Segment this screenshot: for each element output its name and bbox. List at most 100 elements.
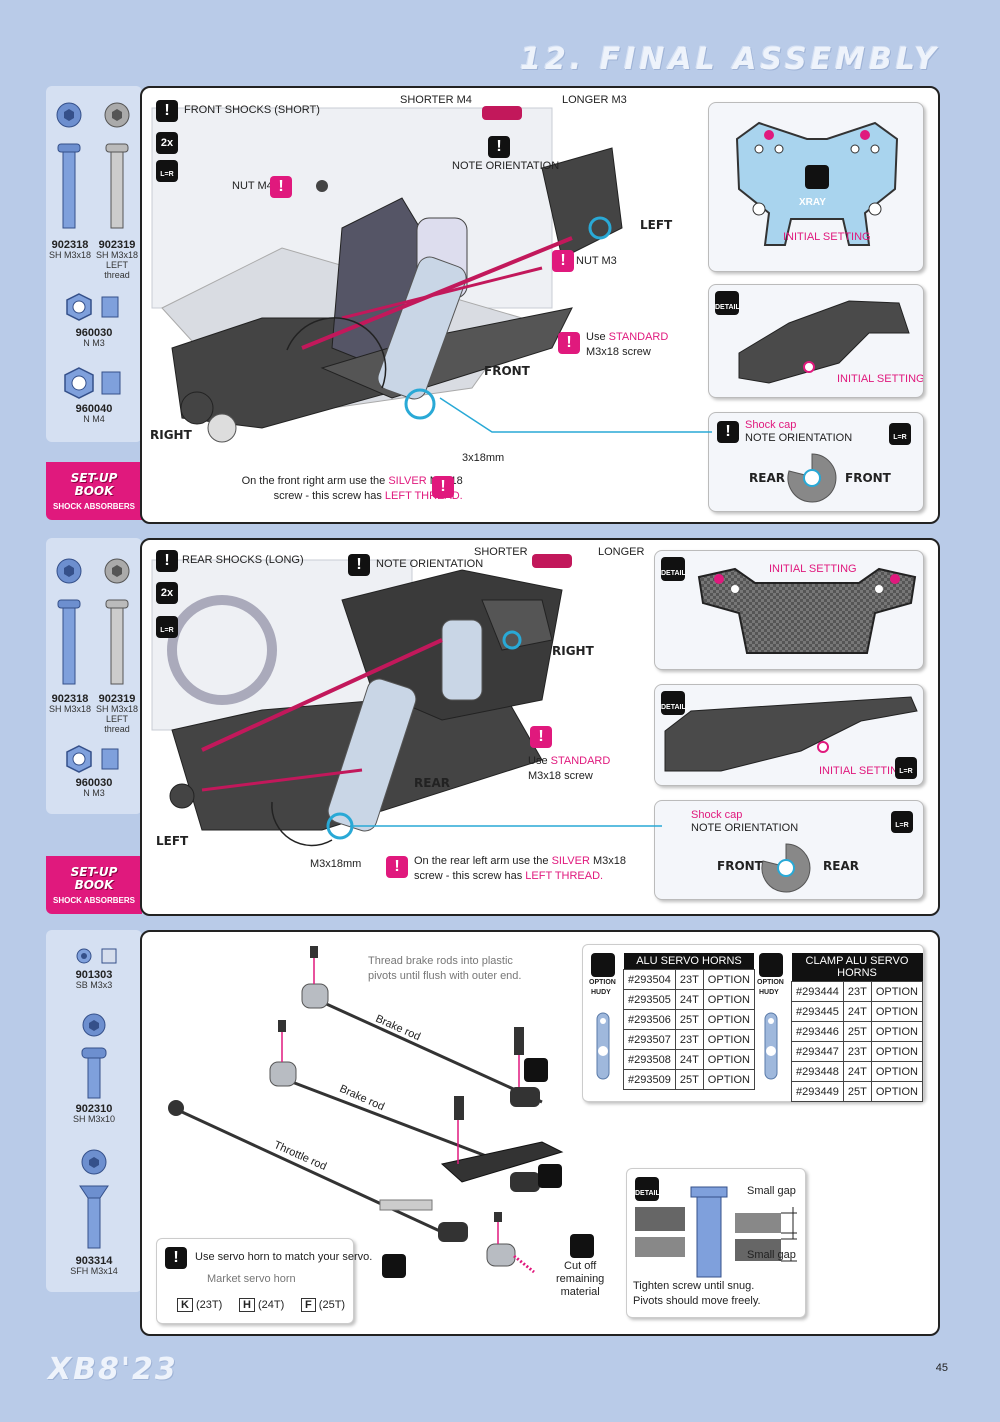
detail-magnifier-icon: DETAIL bbox=[715, 291, 740, 315]
part-902319: 902319 SH M3x18 LEFT thread bbox=[95, 239, 139, 281]
table-cell: 24T bbox=[842, 1061, 872, 1082]
pivot-gap-detail: DETAIL Small gap Small gap Tighten screw… bbox=[626, 1168, 806, 1318]
part-902319: 902319 SH M3x18 LEFT thread bbox=[95, 693, 139, 735]
table-cell: 25T bbox=[674, 1009, 704, 1030]
screw-head-icon bbox=[56, 102, 82, 229]
table-cell: OPTION bbox=[702, 989, 755, 1010]
table-cell: #293509 bbox=[623, 1069, 676, 1090]
scissors-icon bbox=[570, 1234, 594, 1258]
part-902318: 902318 SH M3x18 bbox=[48, 239, 92, 261]
table-cell: OPTION bbox=[870, 1021, 924, 1042]
parts-sidebar-front: 902318 SH M3x18 902319 SH M3x18 LEFT thr… bbox=[46, 86, 142, 442]
nut-m4-label: NUT M4 bbox=[232, 180, 273, 192]
table-cell: OPTION bbox=[702, 1069, 755, 1090]
warning-icon: ! bbox=[156, 550, 178, 572]
part-960030: 960030 N M3 bbox=[75, 777, 113, 799]
table-cell: OPTION bbox=[702, 1009, 755, 1030]
silver-screw-icon bbox=[104, 102, 130, 229]
thumbs-up-icon bbox=[759, 953, 783, 977]
table-cell: OPTION bbox=[702, 1049, 755, 1070]
left-thread-note: On the front right arm use the SILVER M3… bbox=[241, 475, 463, 502]
shock-cap-detail: ! Shock cap NOTE ORIENTATION L=R REAR FR… bbox=[708, 412, 924, 512]
lr-icon: L=R bbox=[889, 423, 911, 445]
small-gap-label-bottom: Small gap bbox=[747, 1249, 796, 1261]
right-label: RIGHT bbox=[150, 428, 192, 442]
linkage-panel: Thread brake rods into plastic pivots un… bbox=[140, 930, 940, 1336]
rear-label: REAR bbox=[749, 471, 785, 485]
front-arm-detail: DETAIL INITIAL SETTING bbox=[708, 284, 924, 398]
horn-option-k[interactable]: K (23T) bbox=[177, 1298, 222, 1312]
note-orientation-label: NOTE ORIENTATION bbox=[376, 558, 484, 570]
market-servo-horn-label: Market servo horn bbox=[207, 1273, 296, 1285]
table-cell: #293505 bbox=[623, 989, 676, 1010]
shock-cap-icon bbox=[761, 843, 811, 893]
hudy-logo: HUDY bbox=[759, 989, 779, 996]
use-standard-note: Use STANDARD M3x18 screw bbox=[586, 331, 669, 358]
thumbs-up-icon bbox=[591, 953, 615, 977]
page-title: 12. FINAL ASSEMBLY bbox=[520, 42, 940, 77]
shock-cap-note: Shock cap NOTE ORIENTATION bbox=[691, 809, 799, 834]
rear-arm-illustration bbox=[664, 696, 918, 772]
horn-option-h[interactable]: H (24T) bbox=[239, 1298, 284, 1312]
table-cell: 25T bbox=[842, 1081, 872, 1102]
use-standard-note: Use STANDARD M3x18 screw bbox=[528, 755, 611, 782]
screw-m3x10-icon bbox=[81, 1013, 107, 1099]
nut-m4-icon bbox=[64, 367, 121, 399]
rear-shock-tower-detail: DETAIL INITIAL SETTING bbox=[654, 550, 924, 670]
shock-cap-icon bbox=[787, 453, 837, 503]
initial-setting-label: INITIAL SETTING bbox=[819, 765, 907, 777]
detail-magnifier-icon: DETAIL bbox=[661, 691, 686, 715]
table-cell: 24T bbox=[674, 989, 704, 1010]
alu-servo-horn-icon bbox=[596, 1012, 610, 1080]
warning-icon: ! bbox=[270, 176, 292, 198]
table-cell: 24T bbox=[674, 1049, 704, 1070]
setup-book-badge[interactable]: SET-UP BOOK SHOCK ABSORBERS bbox=[46, 856, 142, 914]
screw-head-icon bbox=[56, 558, 82, 685]
warning-icon: ! bbox=[488, 136, 510, 158]
longer-label: LONGER bbox=[598, 546, 645, 558]
carbon-tower-illustration bbox=[697, 567, 917, 654]
heading-rear-shocks: REAR SHOCKS (LONG) bbox=[182, 554, 304, 566]
flat-head-screw-icon bbox=[79, 1149, 109, 1249]
table-cell: OPTION bbox=[870, 1041, 924, 1062]
brake-throttle-linkage-illustration bbox=[168, 946, 564, 1274]
small-gap-label-top: Small gap bbox=[747, 1185, 796, 1197]
table-cell: 23T bbox=[842, 981, 872, 1002]
lr-icon: L=R bbox=[891, 811, 913, 833]
table-cell: 25T bbox=[842, 1021, 872, 1042]
screw-size-label: 3x18mm bbox=[462, 452, 505, 464]
parts-sidebar-linkage: 901303 SB M3x3 902310 SH M3x10 903314 SF… bbox=[46, 930, 142, 1292]
front-label: FRONT bbox=[484, 364, 530, 378]
set-screw-icon bbox=[76, 948, 117, 964]
shock-cap-detail: Shock cap NOTE ORIENTATION L=R FRONT REA… bbox=[654, 800, 924, 900]
servo-horn-selector: ! Use servo horn to match your servo. Ma… bbox=[156, 1238, 372, 1324]
cut-off-note: Cut off remaining material bbox=[556, 1260, 605, 1298]
warning-icon: ! bbox=[156, 100, 178, 122]
horn-option-f[interactable]: F (25T) bbox=[301, 1298, 345, 1312]
wrench-icon bbox=[382, 1254, 406, 1278]
table-cell: OPTION bbox=[870, 981, 924, 1002]
rear-shocks-panel: ! REAR SHOCKS (LONG) 2x L=R ! NOTE ORIEN… bbox=[140, 538, 940, 916]
shock-tower-illustration bbox=[735, 121, 899, 246]
initial-setting-label: INITIAL SETTING bbox=[769, 563, 857, 575]
setup-book-badge[interactable]: SET-UP BOOK SHOCK ABSORBERS bbox=[46, 462, 142, 520]
warning-icon: ! bbox=[558, 332, 580, 354]
pivot-cross-section-illustration bbox=[635, 1186, 797, 1278]
front-label: FRONT bbox=[717, 859, 763, 873]
silver-screw-icon bbox=[104, 558, 130, 685]
note-orientation-label: NOTE ORIENTATION bbox=[452, 160, 560, 172]
warning-icon: ! bbox=[717, 421, 739, 443]
longer-label: LONGER M3 bbox=[562, 94, 627, 106]
front-shocks-panel: ! FRONT SHOCKS (SHORT) 2x L=R SHORTER M4… bbox=[140, 86, 940, 524]
front-suspension-illustration bbox=[151, 106, 623, 443]
shock-cap-note: Shock cap NOTE ORIENTATION bbox=[745, 419, 853, 444]
rear-arm-detail: DETAIL INITIAL SETTING L=R bbox=[654, 684, 924, 786]
